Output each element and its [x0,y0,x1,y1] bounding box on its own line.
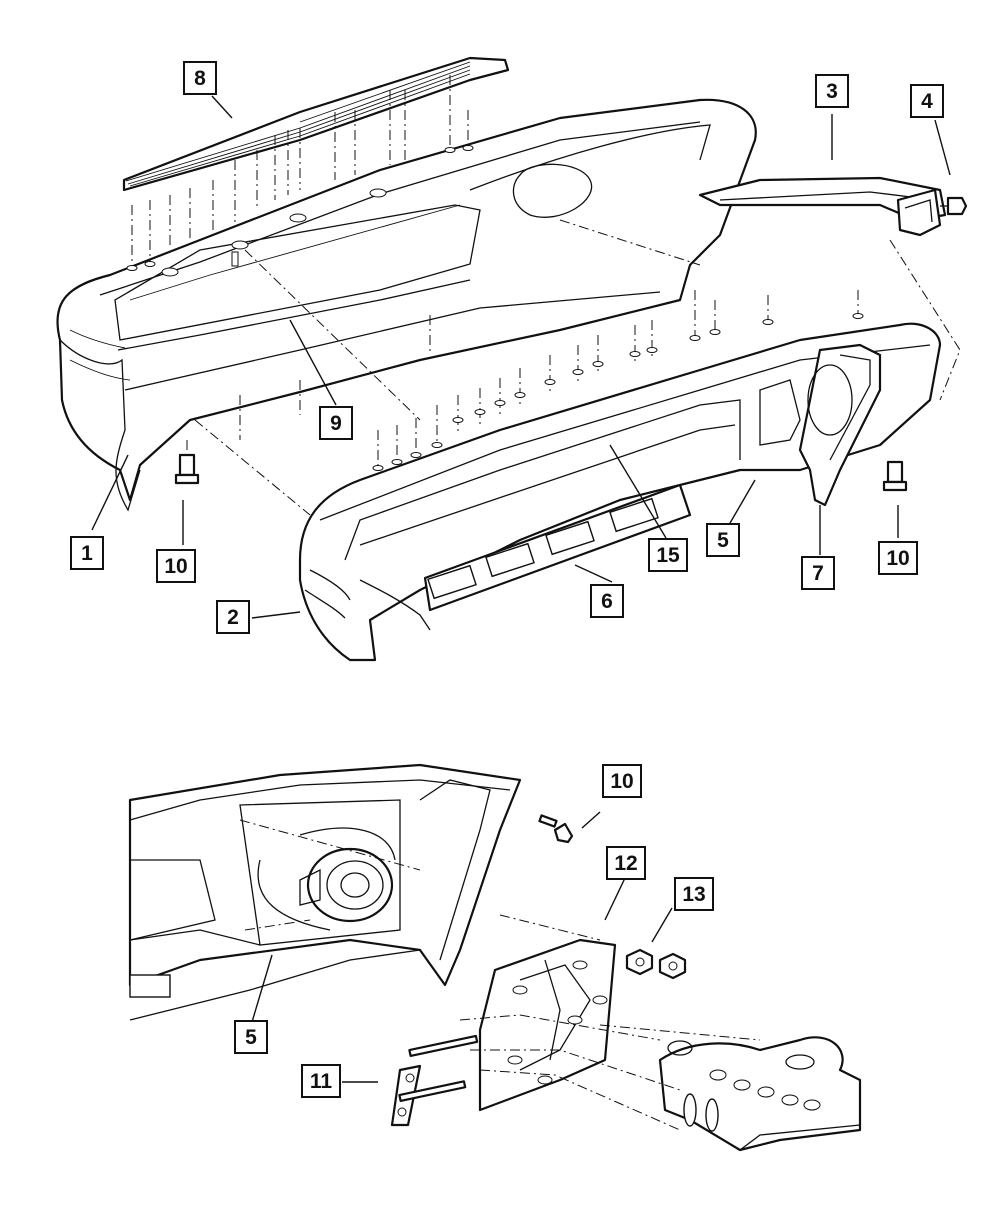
detail-bolts [390,1034,479,1127]
callout-5-bottom: 5 [234,1020,268,1054]
callout-4: 4 [910,84,944,118]
callout-8: 8 [183,61,217,95]
callout-12: 12 [606,846,646,880]
detail-mount-bracket [478,938,617,1112]
callout-11: 11 [301,1064,341,1098]
callout-10-bottom: 10 [602,764,642,798]
bumper-fastener-lines [239,290,859,470]
callout-15: 15 [648,538,688,572]
leader-lines-top [91,95,951,619]
callout-1: 1 [70,536,104,570]
bolt-left [174,440,200,485]
upper-clips [126,145,474,277]
side-bracket [798,343,882,507]
callout-5-top: 5 [706,523,740,557]
bolt-right [882,460,908,492]
front-bumper-bar [298,322,942,662]
callout-13: 13 [674,877,714,911]
detail-nuts [625,948,687,980]
callout-3: 3 [815,74,849,108]
bumper-cover-upper [56,98,757,512]
bumper-holes [372,313,864,471]
callout-9: 9 [319,406,353,440]
detail-bolt-10 [538,814,574,844]
end-bracket [896,188,968,237]
callout-6: 6 [590,584,624,618]
callout-10-left: 10 [156,549,196,583]
callout-2: 2 [216,600,250,634]
callout-7: 7 [801,556,835,590]
strip-fastener-lines [131,75,469,265]
lower-valance [423,483,692,612]
detail-frame-rail [658,1036,862,1152]
detail-fog-lamp [257,827,396,931]
leader-lines-bottom [251,811,673,1083]
callout-10-right: 10 [878,541,918,575]
